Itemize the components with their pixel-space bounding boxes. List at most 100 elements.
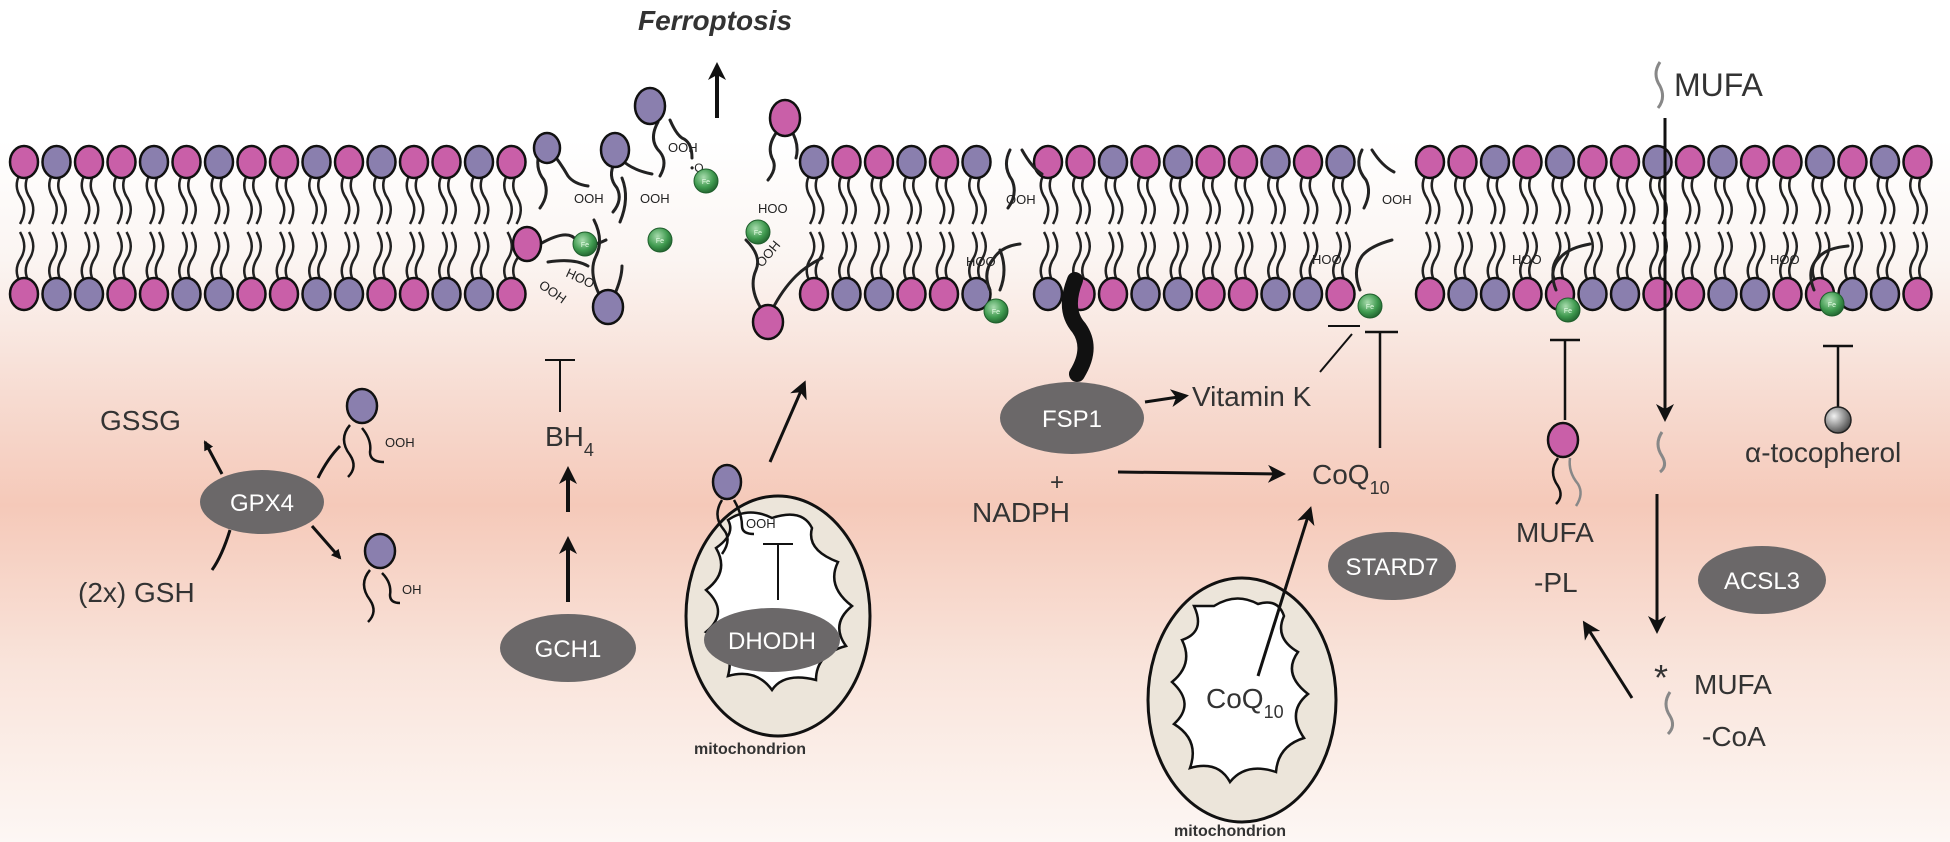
vitk-inhibition-line xyxy=(1319,333,1353,373)
lipid-tail xyxy=(1723,173,1733,225)
lipid-tail xyxy=(1755,231,1766,283)
lipid-head xyxy=(333,276,365,312)
lipid-tail xyxy=(349,231,360,283)
lipid-tail xyxy=(1844,231,1854,283)
lipid-tail xyxy=(1039,231,1050,283)
iron-icon xyxy=(693,168,719,194)
lipid-head xyxy=(431,276,462,312)
mufa-coa-to-pl-arrow xyxy=(1582,620,1634,699)
floating-lipid-tail xyxy=(610,160,621,214)
lipid-tail xyxy=(15,173,26,225)
lipid-tail xyxy=(1137,231,1147,283)
nadph-label: NADPH xyxy=(972,497,1070,528)
mufa-chain-icon xyxy=(1654,61,1665,109)
lipid-head xyxy=(599,131,631,169)
lipid-tail xyxy=(1528,173,1538,225)
lipid-tail xyxy=(1169,173,1180,225)
lipid-head xyxy=(463,144,495,180)
lipid-head xyxy=(8,276,40,312)
lipid-tail xyxy=(1551,457,1562,505)
lipid-tail xyxy=(414,231,425,283)
lipid-head xyxy=(1739,144,1771,180)
lipid-tail xyxy=(1885,173,1896,225)
lipid-head xyxy=(863,276,895,312)
lipid-tail xyxy=(912,231,922,283)
lipid-tail xyxy=(1421,231,1432,283)
gpx4-pathway: GPX4 GSSG (2x) GSH OOH OH xyxy=(78,387,422,623)
lipid-tail xyxy=(1625,173,1636,225)
lipid-tail xyxy=(362,569,375,623)
lipid-tail xyxy=(48,173,58,225)
lipid-head xyxy=(268,276,300,312)
lipid-head xyxy=(1707,276,1738,312)
gssg-arrow xyxy=(203,440,224,475)
iron-icon xyxy=(1357,293,1383,319)
lipid-head xyxy=(73,276,105,312)
lipid-tail xyxy=(847,173,857,225)
diagram-title: Ferroptosis xyxy=(638,5,792,36)
bh4-label: BH4 xyxy=(545,421,594,460)
lipid-tail xyxy=(1113,173,1124,225)
stard7-enzyme xyxy=(1328,532,1456,600)
lipid-head xyxy=(1097,144,1129,180)
lipid-tail xyxy=(968,231,978,283)
mufa-pl-label-2: -PL xyxy=(1534,567,1578,598)
lipid-head xyxy=(1546,421,1580,459)
lipid-head xyxy=(496,276,527,312)
lipid-head xyxy=(711,463,743,501)
lipid-tail xyxy=(1454,231,1464,283)
lipid-head xyxy=(138,276,170,312)
lipid-head xyxy=(73,144,105,180)
lipid-tail xyxy=(1332,173,1342,225)
lipid-tail xyxy=(122,173,132,225)
lipid-tail xyxy=(382,173,392,225)
lipid-tail xyxy=(903,231,913,283)
lipid-head xyxy=(1707,144,1738,180)
lipid-head xyxy=(1227,144,1259,180)
lipid-tail xyxy=(1616,231,1627,283)
lipid-head xyxy=(398,144,430,180)
floating-lipid-heads xyxy=(511,86,802,341)
lipid-tail xyxy=(1820,173,1831,225)
lipid-head xyxy=(171,276,202,312)
lipid-head xyxy=(301,276,332,312)
lipid-tail xyxy=(1104,231,1115,283)
lipid-tail xyxy=(479,173,490,225)
lipid-head xyxy=(1837,144,1868,180)
lipid-head xyxy=(1414,144,1446,180)
lipid-tail xyxy=(1788,173,1798,225)
lipid-tail xyxy=(1267,231,1277,283)
iron-icon xyxy=(572,231,598,257)
lipid-head xyxy=(1804,144,1836,180)
lipid-head xyxy=(798,276,830,312)
lipid-tail xyxy=(1048,173,1059,225)
lipid-tail xyxy=(80,173,91,225)
lipid-tail xyxy=(1690,231,1701,283)
lipid-tail xyxy=(252,231,262,283)
lipid-tail xyxy=(145,173,156,225)
stard7-mitochondrion: CoQ10 STARD7 mitochondrion xyxy=(1146,506,1456,840)
lipid-head xyxy=(236,276,267,312)
lipid-tail xyxy=(1276,173,1286,225)
lipid-tail xyxy=(340,231,351,283)
lipid-tail xyxy=(1234,231,1245,283)
lipid-tail xyxy=(145,231,156,283)
gpx4-enzyme xyxy=(200,470,324,534)
lipid-head xyxy=(1902,144,1933,180)
lipid-tail xyxy=(1649,231,1659,283)
lipid-head xyxy=(366,144,397,180)
mufa-label: MUFA xyxy=(1674,67,1764,103)
lipid-head xyxy=(1674,276,1706,312)
ooh-label: OOH xyxy=(668,140,698,155)
lipid-tail xyxy=(1454,173,1464,225)
lipid-tail xyxy=(308,173,318,225)
iron-icon xyxy=(745,219,771,245)
floating-lipid-tail xyxy=(770,256,824,312)
lipid-tail xyxy=(1551,242,1592,292)
lipid-head xyxy=(798,144,830,180)
lipid-tail xyxy=(252,173,262,225)
lipid-tail xyxy=(1528,231,1538,283)
hoo-label: HOO xyxy=(1770,252,1800,267)
lipid-tail xyxy=(1809,244,1850,292)
mufa-chain-icon xyxy=(1664,691,1675,736)
